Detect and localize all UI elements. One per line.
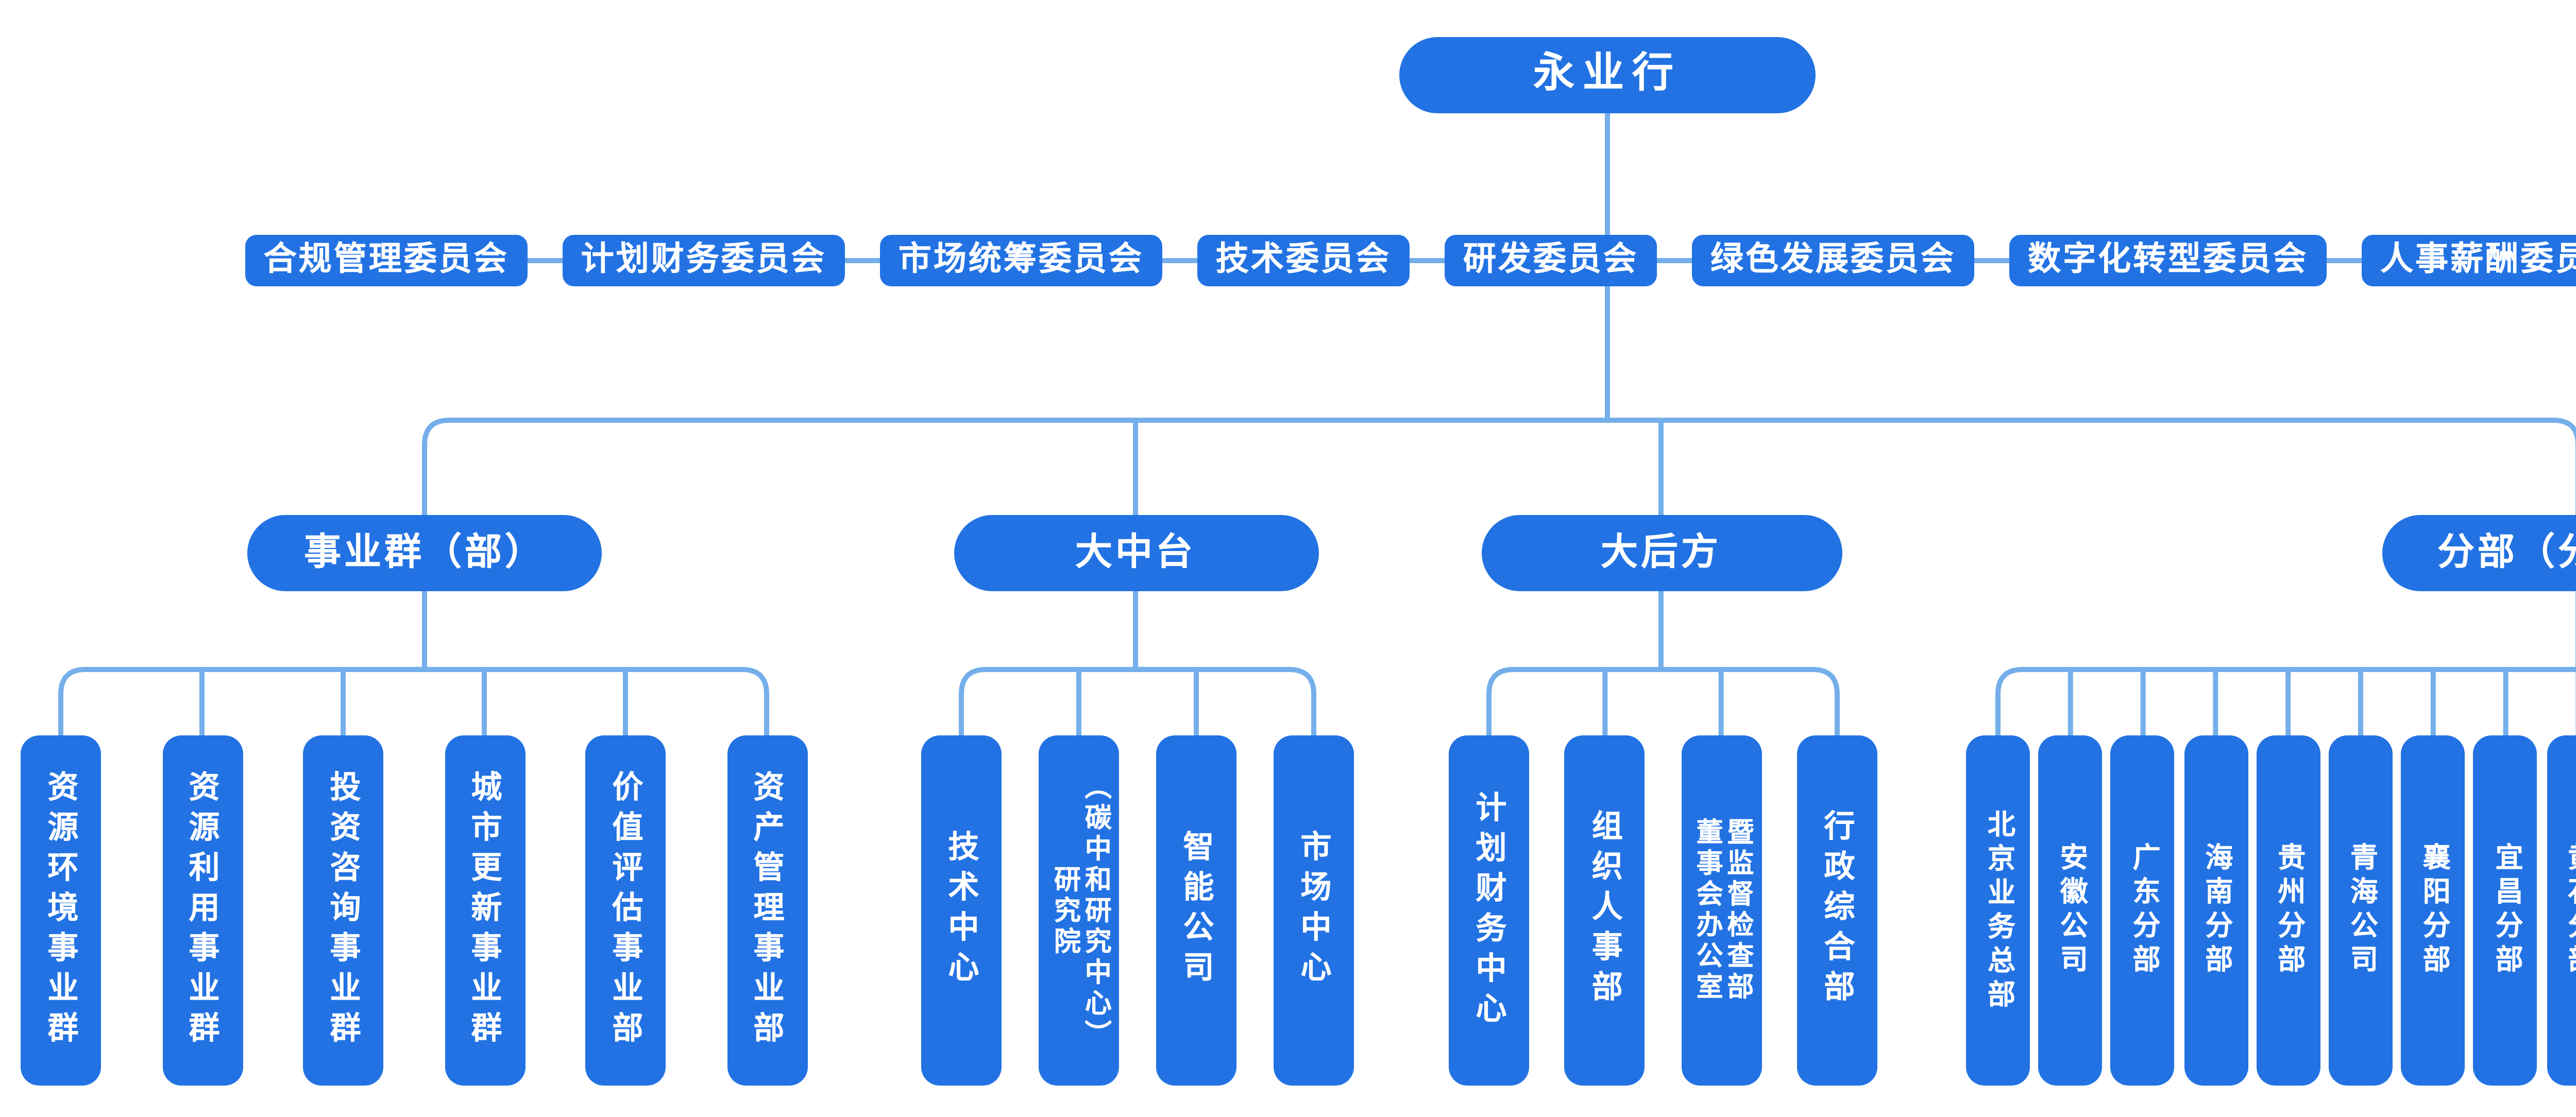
branch-node: 黄石分部 — [2546, 735, 2576, 1086]
branch-node: 资产管理事业部 — [726, 735, 807, 1086]
branch-node: 贵州分部 — [2256, 735, 2320, 1086]
branch-label: 广东分部 — [2128, 843, 2159, 978]
branch-label: 资源环境事业群 — [43, 770, 79, 1051]
branch-node: 投资咨询事业群 — [303, 735, 383, 1086]
branch-node: 资源利用事业群 — [162, 735, 242, 1086]
branch-node: 研究院 （碳中和研究中心） — [1039, 735, 1119, 1086]
branch-label: 组织人事部 — [1587, 810, 1623, 1011]
branch-label: 计划财务中心 — [1471, 790, 1507, 1031]
committee-node: 市场统筹委员会 — [879, 235, 1162, 286]
branch-node: 组织人事部 — [1565, 735, 1646, 1086]
branch-node: 青海公司 — [2329, 735, 2393, 1086]
branch-label: 市场中心 — [1296, 830, 1332, 991]
committee-node: 人事薪酬委员会 — [2362, 235, 2576, 286]
branch-label: 投资咨询事业群 — [326, 770, 361, 1051]
branch-label: 黄石分部 — [2563, 843, 2576, 978]
branch-label: 行政综合部 — [1820, 810, 1855, 1011]
branch-node: 城市更新事业群 — [444, 735, 524, 1086]
branch-label: 海南分部 — [2200, 843, 2232, 978]
branch-node: 计划财务中心 — [1449, 735, 1529, 1086]
branch-node: 智能公司 — [1156, 735, 1236, 1086]
branch-node: 襄阳分部 — [2401, 735, 2465, 1086]
branch-node: 资源环境事业群 — [21, 735, 101, 1086]
committee-row: 合规管理委员会计划财务委员会市场统筹委员会技术委员会研发委员会绿色发展委员会数字… — [0, 235, 2576, 286]
group-header-node: 大后方 — [1481, 515, 1841, 591]
committee-node: 数字化转型委员会 — [2009, 235, 2327, 286]
branch-label: 智能公司 — [1179, 830, 1214, 991]
branch-label: 青海公司 — [2346, 843, 2377, 978]
branch-node: 行政综合部 — [1797, 735, 1877, 1086]
branch-node: 北京业务总部 — [1966, 735, 2030, 1086]
branch-node: 安徽公司 — [2038, 735, 2103, 1086]
branch-label: 北京业务总部 — [1983, 809, 2014, 1012]
committee-node: 合规管理委员会 — [245, 235, 528, 286]
branch-label: 资产管理事业部 — [749, 770, 785, 1051]
branch-label: 城市更新事业群 — [467, 770, 502, 1051]
committee-node: 研发委员会 — [1444, 235, 1657, 286]
branch-label: 宜昌分部 — [2490, 843, 2522, 978]
root-node: 永业行 — [1399, 37, 1816, 113]
branch-node: 海南分部 — [2183, 735, 2248, 1086]
branch-label: 资源利用事业群 — [184, 770, 220, 1051]
branch-node: 广东分部 — [2111, 735, 2175, 1086]
branch-label: 贵州分部 — [2273, 843, 2304, 978]
committee-node: 计划财务委员会 — [562, 235, 845, 286]
branch-node: 技术中心 — [921, 735, 1002, 1086]
branch-label: 价值评估事业部 — [608, 770, 643, 1051]
group-header-node: 事业群（部） — [247, 515, 602, 591]
branch-label: 襄阳分部 — [2418, 843, 2449, 978]
committee-node: 绿色发展委员会 — [1692, 235, 1975, 286]
branch-node: 市场中心 — [1274, 735, 1354, 1086]
branch-node: 宜昌分部 — [2473, 735, 2538, 1086]
group-header-node: 大中台 — [953, 515, 1318, 591]
branch-node: 价值评估事业部 — [585, 735, 666, 1086]
branch-label: 技术中心 — [944, 830, 979, 991]
branch-node: 董事会办公室 暨监督检查部 — [1681, 735, 1761, 1086]
committee-node: 技术委员会 — [1197, 235, 1410, 286]
branch-label: 研究院 （碳中和研究中心） — [1050, 771, 1112, 1050]
group-header-node: 分部（分公司） — [2381, 515, 2576, 591]
branch-label: 安徽公司 — [2055, 843, 2087, 978]
branch-label: 董事会办公室 暨监督检查部 — [1692, 818, 1754, 1003]
